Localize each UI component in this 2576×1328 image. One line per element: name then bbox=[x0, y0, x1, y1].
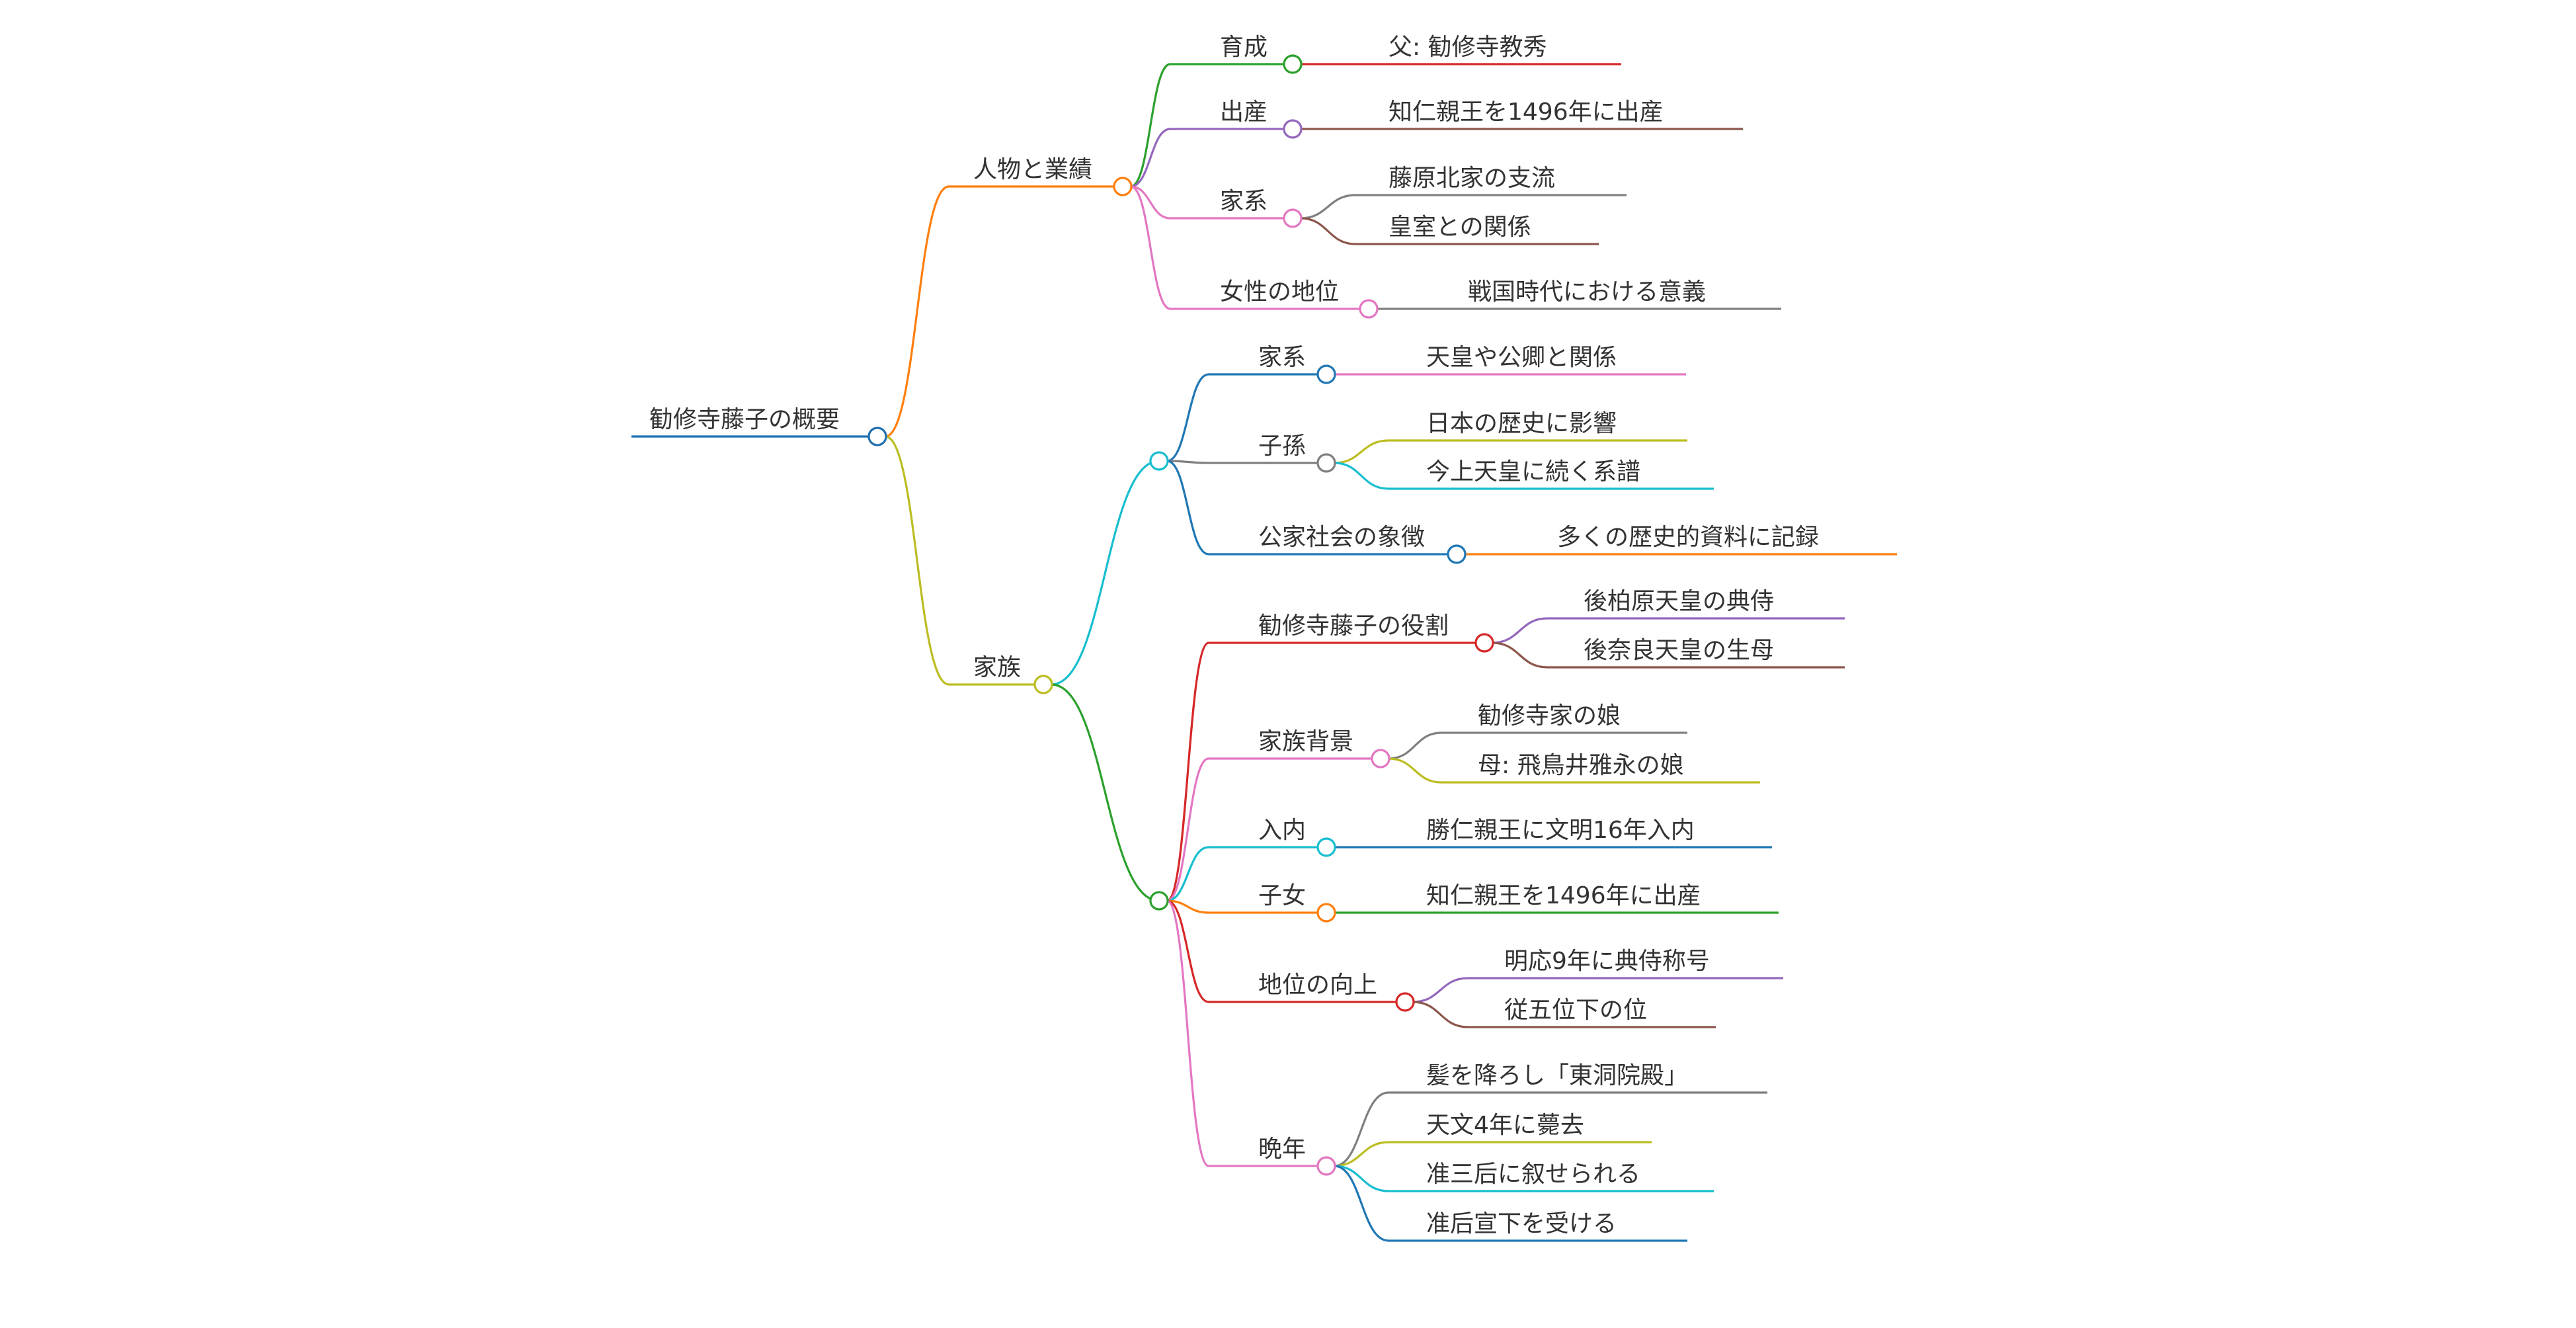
node-label[interactable]: 入内 bbox=[1258, 817, 1306, 844]
edge-b1.0.1 bbox=[1166, 460, 1209, 464]
leaf-label[interactable]: 戦国時代における意義 bbox=[1468, 278, 1706, 306]
leaf-label[interactable]: 母: 飛鳥井雅永の娘 bbox=[1478, 752, 1684, 779]
edge-b0 bbox=[885, 185, 949, 438]
node-label[interactable]: 家系 bbox=[1258, 344, 1306, 371]
edge-b1.0.0 bbox=[1166, 373, 1209, 462]
node-dot-b1.1.1[interactable] bbox=[1371, 749, 1390, 768]
edge-b1.1.3 bbox=[1166, 899, 1209, 914]
node-label[interactable]: 子女 bbox=[1258, 882, 1306, 909]
edge-b0.1 bbox=[1130, 128, 1171, 188]
node-dot-b0.2[interactable] bbox=[1283, 208, 1303, 228]
leaf-label[interactable]: 藤原北家の支流 bbox=[1389, 165, 1555, 192]
node-dot-b1.0[interactable] bbox=[1149, 451, 1169, 471]
edge-b1.1.0.0 bbox=[1492, 617, 1548, 644]
node-dot-b0.0[interactable] bbox=[1283, 54, 1303, 74]
node-dot-b1.1.5[interactable] bbox=[1316, 1156, 1336, 1176]
leaf-label[interactable]: 髪を降ろし「東洞院殿」 bbox=[1426, 1062, 1688, 1089]
node-dot-r[interactable] bbox=[867, 427, 887, 446]
node-dot-b1[interactable] bbox=[1033, 675, 1053, 694]
edge-b1.1.1.0 bbox=[1388, 731, 1442, 760]
leaf-label[interactable]: 知仁親王を1496年に出産 bbox=[1389, 99, 1664, 126]
edge-b1.1.4 bbox=[1166, 899, 1209, 1003]
edge-b1.0.2 bbox=[1166, 460, 1209, 556]
leaf-label[interactable]: 天文4年に薨去 bbox=[1426, 1112, 1584, 1139]
edge-b1.0.1.0 bbox=[1334, 439, 1389, 464]
edge-b0.2.0 bbox=[1300, 194, 1356, 220]
node-label[interactable]: 育成 bbox=[1220, 34, 1268, 61]
leaf-label[interactable]: 皇室との関係 bbox=[1389, 214, 1531, 241]
node-label[interactable]: 家族背景 bbox=[1258, 728, 1353, 755]
underline-layer bbox=[631, 63, 1897, 1242]
node-dot-b0[interactable] bbox=[1113, 177, 1133, 196]
edges-layer bbox=[885, 63, 1548, 1242]
node-label[interactable]: 出産 bbox=[1220, 99, 1268, 126]
node-dot-b1.0.2[interactable] bbox=[1447, 544, 1467, 564]
node-label[interactable]: 勧修寺藤子の概要 bbox=[649, 406, 840, 433]
edge-b0.2 bbox=[1130, 185, 1171, 220]
edge-b1.1.0 bbox=[1166, 642, 1209, 902]
edge-b1.1.0.1 bbox=[1492, 642, 1548, 669]
node-label[interactable]: 女性の地位 bbox=[1220, 278, 1339, 306]
edge-b0.3 bbox=[1130, 185, 1171, 310]
edge-b1 bbox=[885, 435, 949, 686]
node-dot-b1.1.0[interactable] bbox=[1474, 633, 1494, 653]
leaf-label[interactable]: 天皇や公卿と関係 bbox=[1426, 344, 1617, 371]
leaf-label[interactable]: 多くの歴史的資料に記録 bbox=[1557, 524, 1819, 551]
edge-b1.1.5.2 bbox=[1334, 1165, 1389, 1192]
node-dot-b1.1.4[interactable] bbox=[1395, 992, 1415, 1012]
node-dot-b1.1.3[interactable] bbox=[1316, 903, 1336, 923]
edge-b1.1.5.3 bbox=[1334, 1165, 1389, 1242]
leaf-label[interactable]: 知仁親王を1496年に出産 bbox=[1426, 882, 1701, 909]
leaf-label[interactable]: 日本の歴史に影響 bbox=[1426, 410, 1617, 437]
leaf-label[interactable]: 勝仁親王に文明16年入内 bbox=[1426, 817, 1695, 844]
node-dot-b1.1.2[interactable] bbox=[1316, 837, 1336, 857]
leaf-label[interactable]: 父: 勧修寺教秀 bbox=[1389, 34, 1547, 61]
node-label[interactable]: 子孫 bbox=[1258, 433, 1306, 460]
edge-b0.2.1 bbox=[1300, 217, 1356, 245]
node-label[interactable]: 勧修寺藤子の役割 bbox=[1258, 612, 1449, 640]
edge-b1.1.5.1 bbox=[1334, 1141, 1389, 1167]
edge-b1.1.5 bbox=[1166, 899, 1209, 1167]
node-dot-b1.0.0[interactable] bbox=[1316, 364, 1336, 384]
edge-b1.0.1.1 bbox=[1334, 462, 1389, 490]
edge-b1.1 bbox=[1051, 683, 1160, 902]
node-dot-b0.1[interactable] bbox=[1283, 119, 1303, 139]
leaf-label[interactable]: 准后宣下を受ける bbox=[1426, 1210, 1617, 1237]
node-label[interactable]: 地位の向上 bbox=[1258, 972, 1377, 999]
node-label[interactable]: 人物と業績 bbox=[973, 156, 1092, 183]
edge-b1.1.4.0 bbox=[1412, 977, 1469, 1003]
edge-b1.1.1.1 bbox=[1388, 757, 1442, 784]
node-dot-b1.0.1[interactable] bbox=[1316, 453, 1336, 473]
node-dot-b0.3[interactable] bbox=[1359, 299, 1379, 319]
node-label[interactable]: 晩年 bbox=[1258, 1136, 1306, 1163]
edge-b1.1.5.0 bbox=[1334, 1091, 1389, 1167]
leaf-label[interactable]: 今上天皇に続く系譜 bbox=[1426, 458, 1640, 485]
leaf-label[interactable]: 後奈良天皇の生母 bbox=[1584, 637, 1774, 664]
node-label[interactable]: 家系 bbox=[1220, 188, 1268, 215]
leaf-label[interactable]: 勧修寺家の娘 bbox=[1478, 702, 1621, 729]
edge-b0.0 bbox=[1130, 63, 1171, 188]
leaf-label[interactable]: 准三后に叙せられる bbox=[1426, 1161, 1640, 1188]
leaf-label[interactable]: 従五位下の位 bbox=[1504, 997, 1647, 1024]
node-label[interactable]: 家族 bbox=[973, 654, 1021, 681]
edge-b1.0 bbox=[1051, 460, 1160, 686]
label-layer: 勧修寺藤子の概要人物と業績育成父: 勧修寺教秀出産知仁親王を1496年に出産家系… bbox=[649, 34, 1819, 1237]
edge-b1.1.4.1 bbox=[1412, 1001, 1469, 1028]
edge-b1.1.1 bbox=[1166, 757, 1209, 902]
dot-layer bbox=[867, 54, 1494, 1176]
leaf-label[interactable]: 明応9年に典侍称号 bbox=[1504, 948, 1710, 975]
leaf-label[interactable]: 後柏原天皇の典侍 bbox=[1584, 588, 1774, 615]
node-label[interactable]: 公家社会の象徴 bbox=[1258, 524, 1425, 551]
node-dot-b1.1[interactable] bbox=[1149, 891, 1169, 911]
edge-b1.1.2 bbox=[1166, 846, 1209, 902]
